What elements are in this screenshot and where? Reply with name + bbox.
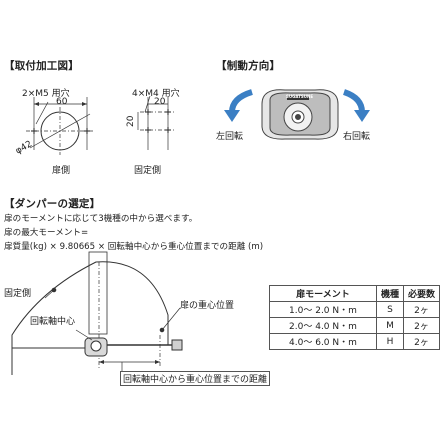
door-side-drawing — [26, 97, 94, 155]
cell-quantity: 2ヶ — [402, 317, 440, 334]
cell-model: H — [375, 333, 404, 350]
selection-heading: 【ダンパーの選定】 — [4, 198, 101, 210]
table-header-row: 扉モーメント 機種 必要数 — [269, 285, 440, 302]
door-side-pitch: 60 — [56, 97, 68, 107]
right-arrow-head — [354, 110, 370, 122]
cell-model: M — [375, 317, 404, 334]
cell-moment: 2.0～ 4.0 N・m — [269, 317, 377, 334]
left-rotation-arrow-icon — [229, 89, 253, 113]
door-side-caption: 扉側 — [52, 166, 71, 176]
fixed-side-drawing — [137, 95, 175, 150]
cell-model: S — [375, 301, 404, 318]
header-quantity: 必要数 — [402, 285, 440, 302]
diagram-fixed-side-label: 固定側 — [4, 289, 32, 299]
cell-moment: 1.0～ 2.0 N・m — [269, 301, 377, 318]
cell-quantity: 2ヶ — [402, 333, 440, 350]
left-rotation-label: 左回転 — [216, 132, 244, 142]
cell-quantity: 2ヶ — [402, 301, 440, 318]
damper-top-view — [261, 89, 339, 140]
right-rotation-label: 右回転 — [343, 132, 371, 142]
cell-moment: 4.0～ 6.0 N・m — [269, 333, 377, 350]
rotation-heading: 【制動方向】 — [216, 60, 281, 72]
table-row: 1.0～ 2.0 N・m S 2ヶ — [269, 301, 440, 318]
diagram-distance-label: 回転軸中心から重心位置までの距離 — [120, 371, 271, 386]
fixed-side-hole-callout: 4×M4 用穴 — [132, 89, 180, 99]
header-model: 機種 — [375, 285, 404, 302]
right-rotation-arrow-icon — [342, 89, 365, 113]
selection-line-3: 扉質量(kg) × 9.80665 × 回転軸中心から重心位置までの距離 (m) — [4, 242, 264, 252]
damper-spec-table: 扉モーメント 機種 必要数 1.0～ 2.0 N・m S 2ヶ 2.0～ 4.0… — [269, 285, 440, 350]
door-swing-diagram — [11, 251, 183, 376]
fixed-side-caption: 固定側 — [134, 166, 162, 176]
damper-brand-logo: SUGATSUNE — [286, 94, 314, 99]
diagram-axis-label: 回転軸中心 — [30, 317, 76, 327]
header-moment: 扉モーメント — [269, 285, 377, 302]
diagram-cog-label: 扉の重心位置 — [180, 301, 235, 311]
mounting-heading: 【取付加工図】 — [4, 60, 79, 72]
fixed-side-pitch-h: 20 — [154, 97, 166, 107]
fixed-side-pitch-v: 20 — [126, 115, 136, 127]
table-row: 4.0～ 6.0 N・m H 2ヶ — [269, 333, 440, 350]
selection-line-2: 扉の最大モーメント= — [4, 228, 89, 238]
door-side-hole-callout: 2×M5 用穴 — [22, 89, 70, 99]
table-row: 2.0～ 4.0 N・m M 2ヶ — [269, 317, 440, 334]
selection-line-1: 扉のモーメントに応じて3機種の中から選べます。 — [4, 214, 198, 224]
left-arrow-head — [224, 110, 240, 122]
